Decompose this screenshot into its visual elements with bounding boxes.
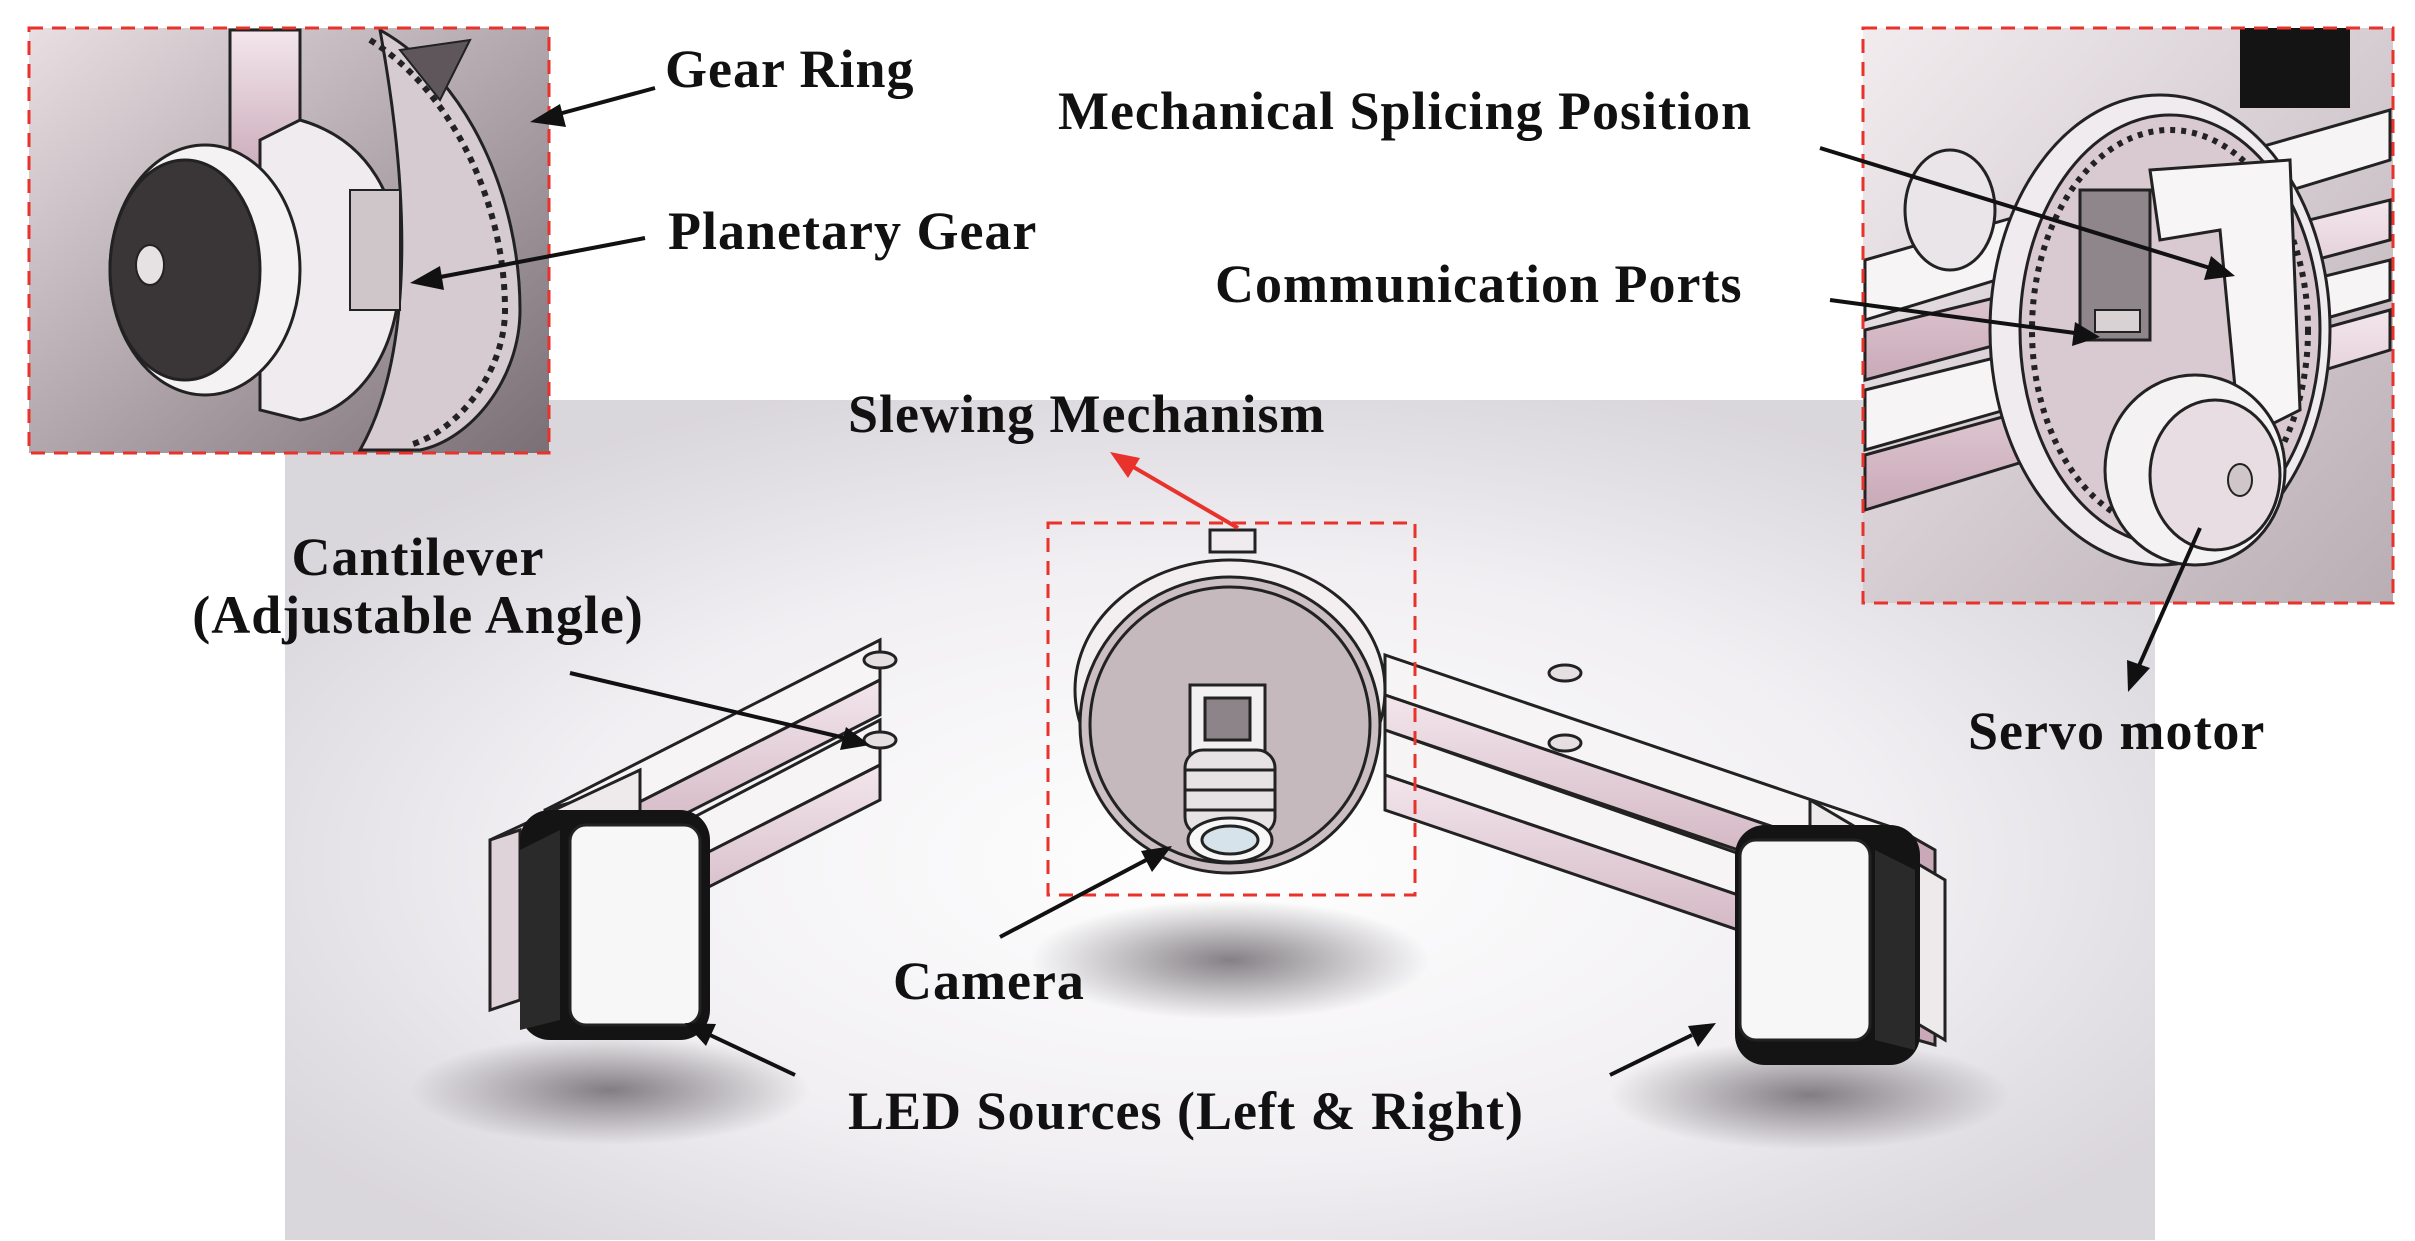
led-sources-label: LED Sources (Left & Right): [848, 1081, 1524, 1141]
inset-planetary-gear: [29, 27, 549, 453]
planetary-gear-label: Planetary Gear: [668, 201, 1038, 261]
servo-motor-label: Servo motor: [1968, 701, 2266, 761]
camera-arrow: [999, 856, 1151, 939]
slewing-mechanism-label: Slewing Mechanism: [848, 384, 1326, 444]
camera-label: Camera: [893, 951, 1085, 1011]
gear-ring-arrow: [554, 86, 656, 117]
cantilever-label: Cantilever (Adjustable Angle): [158, 528, 678, 644]
camera-body: [1183, 683, 1277, 864]
left-led-shadow: [410, 1035, 810, 1145]
led-right-arrow: [1609, 1033, 1693, 1077]
right-led-source: [1735, 797, 1947, 1065]
left-led-source: [488, 767, 710, 1040]
right-led-shadow: [1610, 1040, 2010, 1150]
slewing-red-arrow-head: [1110, 452, 1140, 478]
center-shadow: [1030, 900, 1430, 1020]
slewing-callout-box: [1046, 521, 1417, 897]
annotation-arrows: [410, 86, 2235, 1077]
inset-servo-motor: [1863, 28, 2393, 603]
cantilever-label-line2: (Adjustable Angle): [192, 585, 644, 645]
planetary-gear-arrow: [434, 236, 646, 280]
inset-right-callout-box: [1861, 26, 2395, 605]
mechanical-splicing-arrow: [1819, 146, 2211, 270]
cantilever-arrow: [569, 671, 846, 740]
slewing-red-arrow-line: [1128, 463, 1240, 530]
cantilever-label-line1: Cantilever: [291, 527, 545, 587]
mechanical-splicing-label: Mechanical Splicing Position: [1058, 81, 1753, 141]
gear-ring-label: Gear Ring: [665, 39, 915, 99]
led-left-arrow: [709, 1033, 796, 1077]
inset-left-callout-box: [27, 26, 551, 455]
communication-ports-label: Communication Ports: [1215, 254, 1743, 314]
servo-motor-arrow: [2136, 527, 2202, 669]
communication-ports-arrow: [1829, 298, 2076, 335]
